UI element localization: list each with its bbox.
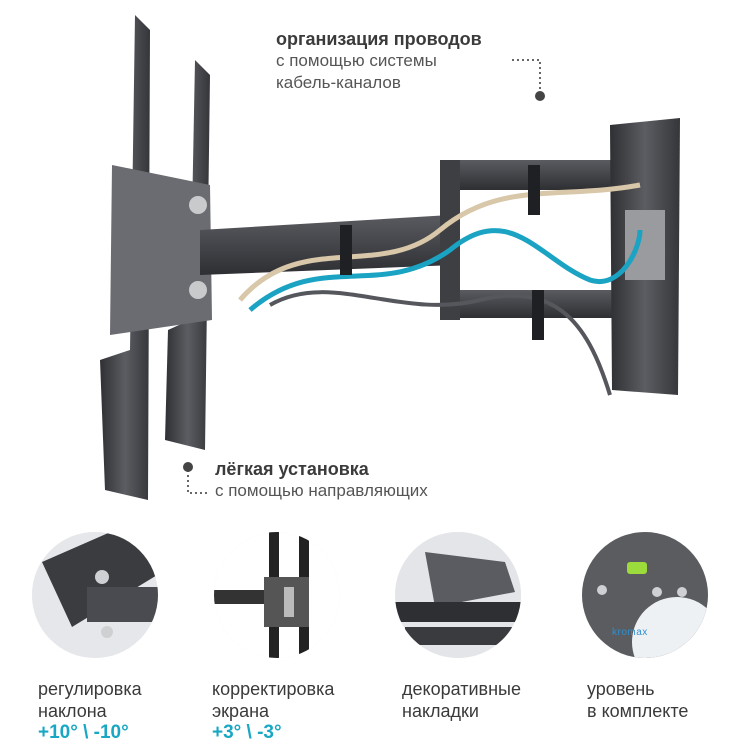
cable-beige bbox=[238, 182, 641, 302]
cable-clip bbox=[340, 225, 352, 275]
feature-thumb-level bbox=[582, 532, 708, 658]
callout-easy-install: лёгкая установка с помощью направляющих bbox=[215, 458, 535, 502]
callout-text: кабель-каналов bbox=[276, 73, 401, 92]
cable-blue bbox=[248, 228, 643, 312]
feature-caption-screen-correction: корректировка экрана +3° \ -3° bbox=[212, 679, 335, 743]
brand-logo: kromax bbox=[612, 627, 648, 638]
callout-leader-bottom bbox=[187, 470, 210, 494]
cable-clip bbox=[532, 290, 544, 340]
feature-caption-decorative-covers: декоративные накладки bbox=[402, 679, 521, 721]
feature-caption-tilt: регулировка наклона +10° \ -10° bbox=[38, 679, 142, 743]
bolt-icon bbox=[189, 281, 207, 299]
tv-mount-illustration bbox=[100, 15, 680, 500]
callout-text: с помощью системы bbox=[276, 51, 437, 70]
feature-thumb-tilt bbox=[32, 532, 158, 658]
feature-value: +10° \ -10° bbox=[38, 722, 129, 743]
tv-plate bbox=[110, 165, 212, 335]
feature-thumb-screen-correction bbox=[214, 532, 340, 658]
cable-grey bbox=[268, 290, 612, 396]
feature-thumb-decorative-covers bbox=[395, 532, 521, 658]
tv-rail-right bbox=[165, 60, 210, 450]
tv-rail-left bbox=[100, 15, 150, 500]
feature-caption-level: уровень в комплекте bbox=[587, 679, 689, 721]
cable-clip bbox=[528, 165, 540, 215]
callout-title: организация проводов bbox=[276, 29, 482, 49]
callout-text: с помощью направляющих bbox=[215, 481, 428, 500]
callout-title: лёгкая установка bbox=[215, 459, 369, 479]
bolt-icon bbox=[189, 196, 207, 214]
feature-value: +3° \ -3° bbox=[212, 722, 282, 743]
arm-first bbox=[200, 215, 455, 275]
callout-cable-management: организация проводов с помощью системы к… bbox=[276, 28, 576, 94]
